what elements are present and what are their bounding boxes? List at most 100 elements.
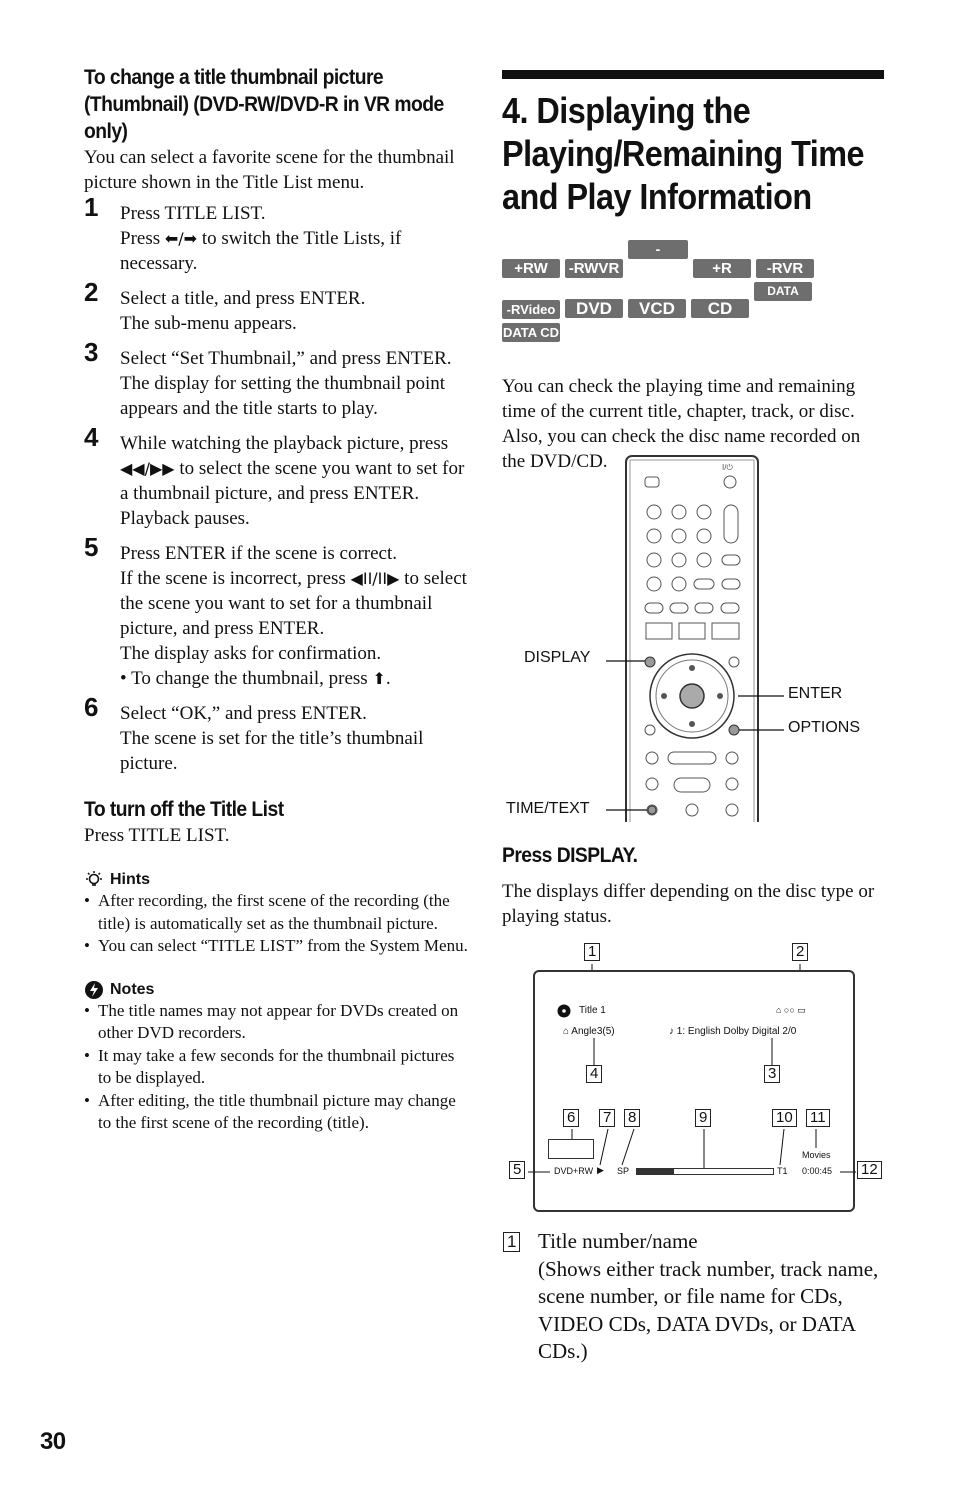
osd-audio: ♪ 1: English Dolby Digital 2/0 [669, 1026, 797, 1037]
display-intro: You can check the playing time and remai… [502, 376, 861, 472]
note-item: The title names may not appear for DVDs … [84, 1000, 469, 1045]
remote-illustration [606, 455, 784, 830]
callout-9: 9 [695, 1109, 712, 1127]
step-frame-icon: ◀II/II▶ [350, 569, 400, 588]
right-column: 4. Displaying the Playing/Remaining Time… [502, 70, 884, 474]
item-1-title: Title number/name [538, 1229, 698, 1253]
osd-rec-mode: SP [617, 1166, 630, 1176]
hint-item: You can select “TITLE LIST” from the Sys… [84, 935, 469, 958]
callout-8: 8 [624, 1109, 641, 1127]
notes-label: Notes [110, 980, 155, 998]
callout-11: 11 [806, 1109, 830, 1127]
callout-3: 3 [764, 1065, 781, 1083]
osd-movies: Movies [802, 1150, 831, 1160]
disc-badge: -RVR [756, 259, 814, 278]
disc-type-box [548, 1139, 594, 1159]
left-column: To change a title thumbnail picture (Thu… [84, 64, 469, 1135]
lightbulb-icon [86, 871, 102, 886]
note-item: After editing, the title thumbnail pictu… [84, 1090, 469, 1135]
press-display-heading: Press DISPLAY. [502, 844, 638, 867]
thumbnail-section-title: To change a title thumbnail picture (Thu… [84, 66, 444, 143]
hints-header: Hints [84, 870, 469, 890]
music-note-icon: ♪ [669, 1026, 677, 1037]
disc-badge: -RVideo [502, 300, 560, 319]
step-text: Press ⬅/➡ to switch the Title Lists, if … [120, 228, 402, 274]
step-line: The scene is set for the title’s thumbna… [120, 728, 424, 774]
disc-badge: +R [693, 259, 751, 278]
angle-subtitle-icons: ⌂ ○○ ▭ [776, 1005, 806, 1015]
step-3: 3 Select “Set Thumbnail,” and press ENTE… [84, 339, 469, 421]
step-text: While watching the playback picture, pre… [120, 433, 465, 504]
callout-2: 2 [792, 943, 809, 961]
item-1-text: (Shows either track number, track name, … [538, 1256, 879, 1364]
disc-badge: DATA DVD [754, 282, 812, 317]
callout-12: 12 [857, 1161, 882, 1179]
step-number: 4 [84, 422, 99, 452]
step-number: 5 [84, 532, 99, 562]
page-number: 30 [40, 1428, 66, 1455]
options-callout-label: OPTIONS [788, 719, 861, 736]
disc-badge: VCD [628, 299, 686, 318]
step-line: The display asks for confirmation. [120, 643, 382, 664]
step-line: Press TITLE LIST. [120, 203, 266, 224]
timetext-callout-label: TIME/TEXT [506, 800, 590, 817]
display-callout-label: DISPLAY [524, 649, 591, 666]
camera-icon: ⌂ [563, 1026, 572, 1037]
disc-badge: DVD [565, 299, 623, 318]
disc-badge: CD [691, 299, 749, 318]
turn-off-text: Press TITLE LIST. [84, 825, 230, 846]
hints-label: Hints [110, 871, 150, 888]
note-icon [85, 980, 103, 999]
osd-screen [533, 970, 855, 1212]
step-6: 6 Select “OK,” and press ENTER. The scen… [84, 694, 469, 776]
disc-badge: +RW [502, 259, 560, 278]
disc-badge: -RWVideo [628, 240, 689, 276]
step-line: Playback pauses. [120, 508, 250, 529]
notes-header: Notes [84, 980, 469, 1000]
disc-badges: +RW -RWVR -RWVideo+R -RVR -RVideo DVD VCD CD DA… [502, 240, 862, 346]
callout-5: 5 [509, 1161, 526, 1179]
heading-rule [502, 70, 884, 79]
callout-4: 4 [586, 1065, 603, 1083]
osd-angle: ⌂ Angle3(5) [563, 1026, 615, 1037]
disc-icon [557, 1004, 571, 1018]
progress-bar [636, 1168, 774, 1175]
step-line: Press ENTER if the scene is correct. [120, 543, 397, 564]
callout-lines [528, 964, 856, 1173]
press-display-text: The displays differ depending on the dis… [502, 881, 875, 927]
step-line: The display for setting the thumbnail po… [120, 373, 446, 419]
left-right-arrow-icon: ⬅/➡ [164, 229, 198, 248]
thumbnail-intro: You can select a favorite scene for the … [84, 147, 455, 193]
step-line: The sub-menu appears. [120, 313, 297, 334]
step-text: If the scene is incorrect, press ◀II/II▶… [120, 568, 467, 639]
power-label: I/⏻ [722, 463, 733, 472]
osd-title: Title 1 [579, 1005, 606, 1016]
step-2: 2 Select a title, and press ENTER. The s… [84, 279, 469, 336]
osd-disc-type: DVD+RW [554, 1166, 594, 1176]
step-4: 4 While watching the playback picture, p… [84, 424, 469, 531]
step-line: Select a title, and press ENTER. [120, 288, 366, 309]
callout-7: 7 [599, 1109, 616, 1127]
step-line: Select “OK,” and press ENTER. [120, 703, 367, 724]
step-number: 1 [84, 192, 99, 222]
step-1: 1 Press TITLE LIST. Press ⬅/➡ to switch … [84, 194, 469, 276]
callout-6: 6 [563, 1109, 580, 1127]
step-number: 3 [84, 337, 99, 367]
item-1-number: 1 [503, 1232, 521, 1252]
disc-badge: -RWVR [565, 259, 623, 278]
disc-badge: DATA CD [502, 323, 560, 342]
step-5: 5 Press ENTER if the scene is correct. I… [84, 534, 469, 691]
rewind-forward-icon: ◀◀/▶▶ [120, 459, 175, 478]
section-heading: 4. Displaying the Playing/Remaining Time… [502, 90, 865, 217]
step-number: 6 [84, 692, 99, 722]
item-1-description: Title number/name (Shows either track nu… [538, 1228, 883, 1366]
enter-callout-label: ENTER [788, 685, 843, 702]
up-arrow-icon: ⬆ [372, 669, 386, 688]
hint-item: After recording, the first scene of the … [84, 890, 469, 935]
play-icon: ▶ [597, 1165, 604, 1175]
turn-off-title: To turn off the Title List [84, 798, 284, 821]
callout-10: 10 [772, 1109, 797, 1127]
step-bullet: • To change the thumbnail, press ⬆. [120, 668, 391, 689]
callout-1: 1 [584, 943, 601, 961]
step-line: Select “Set Thumbnail,” and press ENTER. [120, 348, 452, 369]
